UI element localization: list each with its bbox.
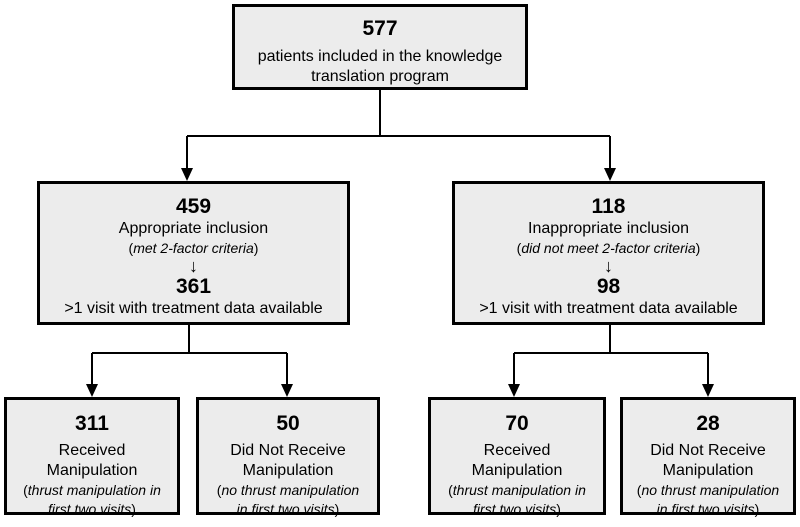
leaf-count: 28 — [696, 412, 720, 435]
leaf-label-line1: Did Not Receive — [650, 442, 766, 459]
leaf-label-line2: Manipulation — [46, 462, 138, 479]
leaf-label-line1: Received — [58, 442, 126, 459]
box-total-patients: 577 patients included in the knowledge t… — [232, 4, 528, 90]
inappropriate-sub-label: >1 visit with treatment data available — [479, 300, 738, 317]
leaf-note-line2: first two visits) — [473, 501, 561, 517]
total-label-line1: patients included in the knowledge — [257, 48, 503, 65]
leaf-note-line1: (thrust manipulation in — [23, 482, 161, 498]
leaf-label-line1: Did Not Receive — [230, 442, 346, 459]
inappropriate-count: 118 — [591, 195, 626, 218]
total-count: 577 — [362, 17, 398, 40]
leaf-count: 50 — [276, 412, 300, 435]
arrowhead-right-group — [604, 168, 616, 181]
appropriate-criteria: (met 2-factor criteria) — [128, 240, 259, 256]
arrowhead-leaf-1 — [86, 384, 98, 397]
appropriate-down-arrow: ↓ — [189, 256, 198, 276]
leaf-note-line1: (no thrust manipulation — [636, 482, 780, 498]
leaf-label-line2: Manipulation — [662, 462, 754, 479]
arrowhead-leaf-2 — [281, 384, 293, 397]
leaf-count: 70 — [505, 412, 529, 435]
leaf-note-line2: in first two visits) — [656, 501, 760, 517]
arrowhead-left-group — [181, 168, 193, 181]
box-inappropriate-not-received: 28 Did Not Receive Manipulation (no thru… — [620, 397, 796, 517]
leaf-label-line1: Received — [483, 442, 551, 459]
inappropriate-sub-count: 98 — [596, 275, 621, 298]
leaf-label-line2: Manipulation — [471, 462, 563, 479]
total-label-line2: translation program — [311, 68, 449, 85]
inappropriate-criteria: (did not meet 2-factor criteria) — [516, 240, 701, 256]
leaf-note-line1: (no thrust manipulation — [216, 482, 360, 498]
appropriate-sub-label: >1 visit with treatment data available — [64, 300, 323, 317]
appropriate-sub-count: 361 — [175, 275, 212, 298]
box-inappropriate-inclusion: 118 Inappropriate inclusion (did not mee… — [452, 181, 765, 325]
arrowhead-leaf-4 — [702, 384, 714, 397]
box-appropriate-inclusion: 459 Appropriate inclusion (met 2-factor … — [37, 181, 350, 325]
inappropriate-label: Inappropriate inclusion — [528, 220, 689, 237]
box-appropriate-received: 311 Received Manipulation (thrust manipu… — [4, 397, 180, 517]
leaf-count: 311 — [75, 412, 109, 435]
box-appropriate-not-received: 50 Did Not Receive Manipulation (no thru… — [196, 397, 380, 517]
appropriate-count: 459 — [175, 195, 212, 218]
appropriate-label: Appropriate inclusion — [118, 220, 269, 237]
inappropriate-down-arrow: ↓ — [604, 256, 613, 276]
box-inappropriate-received: 70 Received Manipulation (thrust manipul… — [428, 397, 606, 517]
leaf-note-line1: (thrust manipulation in — [448, 482, 586, 498]
arrowhead-leaf-3 — [508, 384, 520, 397]
leaf-note-line2: first two visits) — [48, 501, 136, 517]
leaf-label-line2: Manipulation — [242, 462, 334, 479]
leaf-note-line2: in first two visits) — [236, 501, 340, 517]
